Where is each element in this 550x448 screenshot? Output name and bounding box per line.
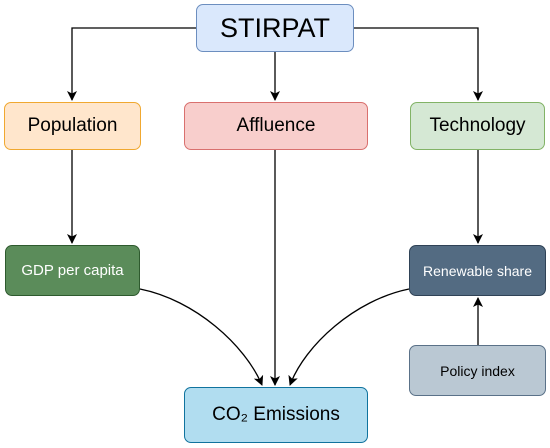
node-policy-index: Policy index [409,345,546,396]
edge-stirpat-population [67,27,196,101]
node-renewable-share: Renewable share [409,245,546,296]
edge-renewable-co2 [288,288,410,386]
node-co2-emissions: CO₂ Emissions [184,387,368,443]
edge-gdp-co2 [139,288,264,386]
edge-stirpat-technology [354,27,483,101]
node-population: Population [4,102,141,150]
node-affluence: Affluence [184,102,368,150]
node-stirpat: STIRPAT [196,4,354,52]
node-gdp-per-capita: GDP per capita [5,245,140,296]
node-technology: Technology [410,102,545,150]
